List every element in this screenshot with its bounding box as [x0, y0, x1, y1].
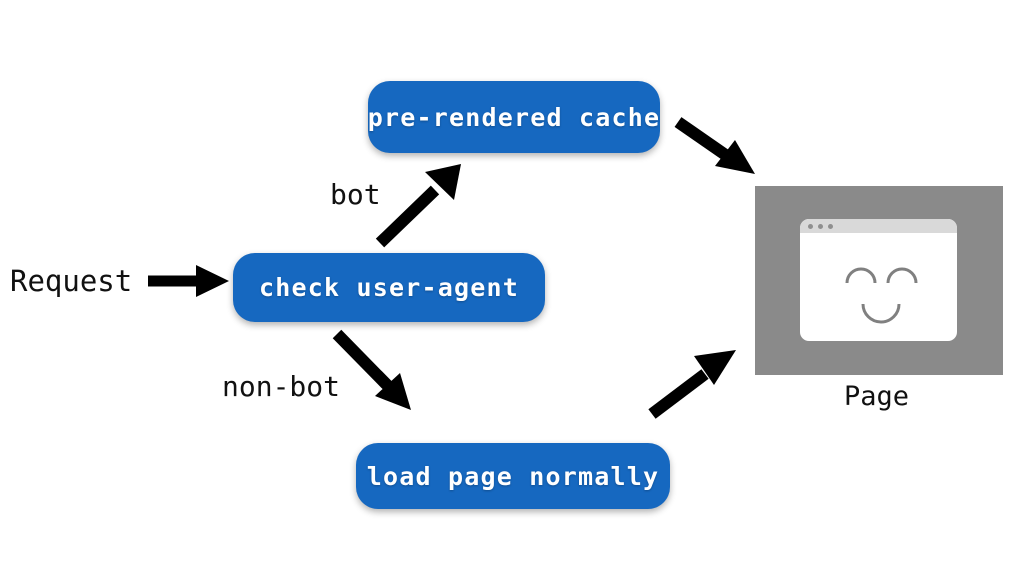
browser-titlebar [800, 219, 957, 233]
label-request: Request [10, 264, 133, 298]
node-load-page-normally[interactable]: load page normally [356, 443, 670, 509]
browser-window-card [800, 219, 957, 341]
node-pre-rendered-cache[interactable]: pre-rendered cache [368, 81, 660, 153]
edge-label-bot: bot [330, 178, 381, 211]
arrow-cache-to-page [674, 117, 755, 174]
window-dot-red-icon [808, 223, 813, 229]
arrow-request-to-check [148, 265, 229, 297]
node-pre-rendered-cache-label: pre-rendered cache [367, 102, 661, 132]
arrow-check-to-cache [375, 164, 461, 248]
caption-page: Page [844, 381, 910, 412]
arrow-load-to-page [648, 350, 736, 419]
node-check-user-agent-label: check user-agent [258, 273, 520, 302]
window-dot-green-icon [828, 223, 833, 229]
window-dot-yellow-icon [818, 223, 823, 229]
node-load-page-normally-label: load page normally [366, 461, 660, 491]
smiley-face-icon [845, 267, 918, 324]
page-illustration [755, 186, 1003, 375]
edge-label-non-bot: non-bot [222, 370, 341, 403]
node-check-user-agent[interactable]: check user-agent [233, 253, 545, 322]
arrow-check-to-load [332, 329, 411, 410]
